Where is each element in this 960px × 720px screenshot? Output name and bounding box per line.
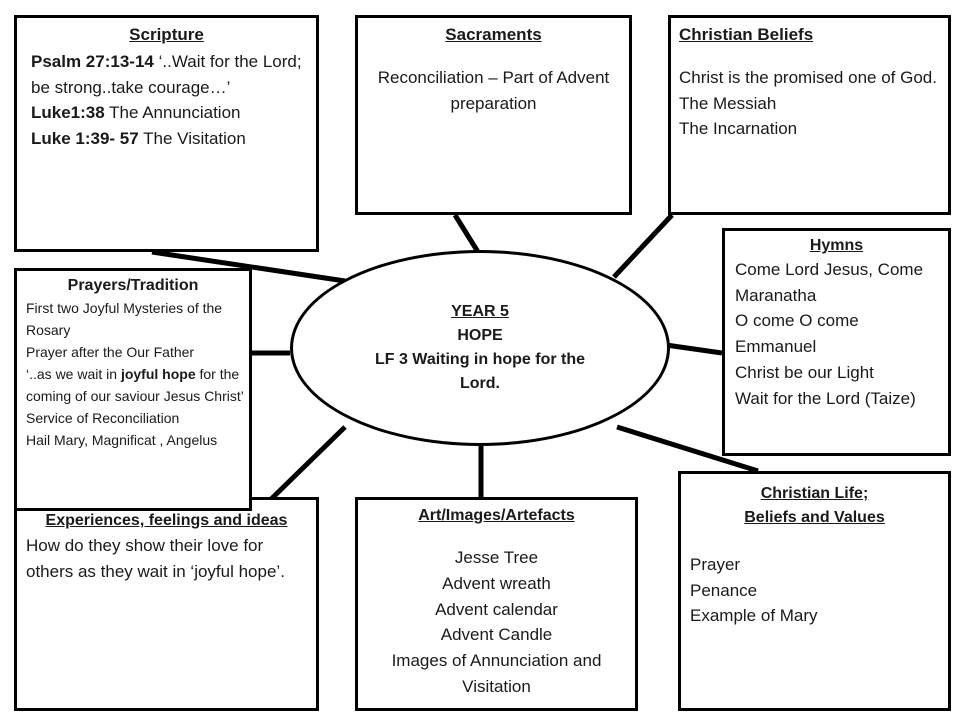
connector-life	[616, 424, 759, 474]
connector-sacraments	[452, 213, 481, 254]
art-line: Advent Candle	[440, 625, 553, 645]
scripture-ref: Luke 1:39- 57	[31, 128, 139, 148]
art-title: Art/Images/Artefacts	[418, 507, 575, 524]
hymns-body: Come Lord Jesus, Come Maranatha O come O…	[725, 257, 948, 411]
prayer-line: First two Joyful Mysteries of the Rosary	[26, 300, 223, 338]
prayer-line: ‘..as we wait in joyful hope for the com…	[26, 363, 245, 407]
hymns-box: Hymns Come Lord Jesus, Come Maranatha O …	[722, 228, 951, 456]
scripture-item: Luke 1:39- 57 The Visitation	[31, 126, 306, 152]
experiences-text: How do they show their love for others a…	[26, 536, 285, 581]
connector-scripture	[151, 249, 346, 284]
christian-life-title-line1: Christian Life;	[760, 485, 869, 502]
experiences-title: Experiences, feelings and ideas	[45, 512, 288, 529]
art-line: Jesse Tree	[454, 548, 539, 567]
center-year: YEAR 5	[451, 303, 509, 320]
christian-beliefs-title: Christian Beliefs	[679, 25, 814, 44]
christian-life-box: Christian Life; Beliefs and Values Praye…	[678, 471, 951, 711]
sacraments-text: Reconciliation – Part of Advent preparat…	[377, 68, 610, 113]
prayer-emphasis: joyful hope	[120, 366, 196, 382]
prayer-line: Hail Mary, Magnificat , Angelus	[26, 432, 218, 448]
belief-line: Christ is the promised one of God.	[679, 68, 937, 87]
scripture-item: Psalm 27:13-14 ‘..Wait for the Lord; be …	[31, 49, 306, 100]
sacraments-title: Sacraments	[445, 25, 542, 44]
belief-line: The Incarnation	[679, 119, 798, 138]
connector-beliefs	[612, 213, 674, 279]
scripture-ref: Luke1:38	[31, 103, 105, 122]
prayers-title: Prayers/Tradition	[67, 277, 199, 294]
scripture-title: Scripture	[129, 25, 204, 44]
art-artefacts-box: Art/Images/Artefacts Jesse Tree Advent w…	[355, 497, 638, 711]
christian-life-body: Prayer Penance Example of Mary	[681, 552, 948, 629]
hymns-title: Hymns	[809, 237, 864, 254]
scripture-item: Luke1:38 The Annunciation	[31, 100, 306, 126]
scripture-text: ‘..Wait for the Lord; be strong..take co…	[31, 52, 302, 97]
christian-life-title: Christian Life; Beliefs and Values	[681, 482, 948, 530]
life-line: Penance	[690, 580, 758, 600]
scripture-ref: Psalm 27:13-14	[31, 52, 154, 71]
life-line: Prayer	[690, 555, 741, 574]
connector-experiences	[261, 425, 347, 509]
center-learning-focus: LF 3 Waiting in hope for the Lord.	[374, 351, 586, 392]
art-line: Images of Annunciation and Visitation	[391, 651, 602, 696]
scripture-box: Scripture Psalm 27:13-14 ‘..Wait for the…	[14, 15, 319, 252]
life-line: Example of Mary	[690, 606, 818, 625]
hymn-line: Come Lord Jesus, Come Maranatha	[735, 260, 924, 305]
hymn-line: Christ be our Light	[735, 362, 874, 382]
prayer-line: Prayer after the Our Father	[26, 344, 195, 360]
prayers-body: First two Joyful Mysteries of the Rosary…	[17, 297, 249, 451]
prayer-line: Service of Reconciliation	[26, 410, 180, 426]
center-theme: HOPE	[457, 327, 503, 344]
art-body: Jesse Tree Advent wreath Advent calendar…	[358, 545, 635, 700]
sacraments-box: Sacraments Reconciliation – Part of Adve…	[355, 15, 632, 215]
art-line: Advent wreath	[442, 573, 551, 593]
center-topic-ellipse: YEAR 5 HOPE LF 3 Waiting in hope for the…	[290, 250, 670, 446]
prayer-text: for the coming of our saviour Jesus Chri…	[26, 366, 244, 404]
scripture-text: The Annunciation	[104, 103, 241, 122]
art-line: Advent calendar	[435, 599, 558, 619]
christian-beliefs-box: Christian Beliefs Christ is the promised…	[668, 15, 951, 215]
scripture-body: Psalm 27:13-14 ‘..Wait for the Lord; be …	[17, 45, 316, 151]
hymn-line: O come O come Emmanuel	[735, 311, 859, 357]
hymn-line: Wait for the Lord (Taize)	[735, 388, 916, 408]
christian-beliefs-body: Christ is the promised one of God. The M…	[671, 65, 948, 142]
experiences-box: Experiences, feelings and ideas How do t…	[14, 497, 319, 711]
christian-life-title-line2: Beliefs and Values	[744, 509, 885, 526]
prayers-tradition-box: Prayers/Tradition First two Joyful Myste…	[14, 268, 252, 511]
belief-line: The Messiah	[679, 93, 777, 113]
scripture-text: The Visitation	[138, 128, 246, 148]
prayer-text: ‘..as we wait in	[26, 366, 121, 382]
